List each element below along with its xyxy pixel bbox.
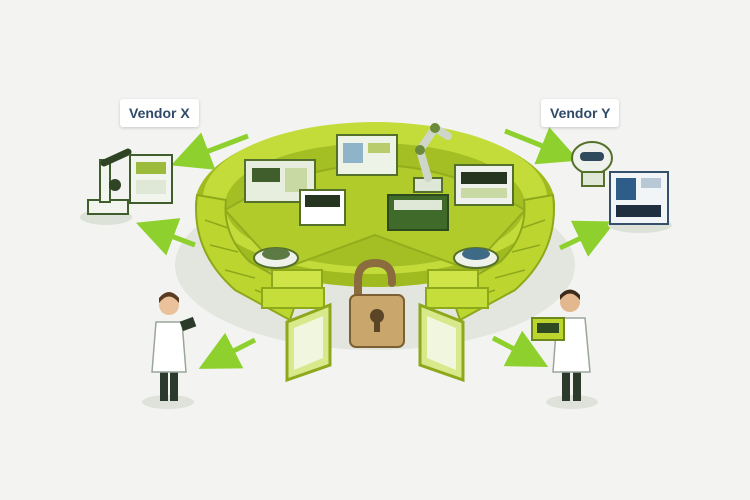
arrow-out-right xyxy=(558,220,616,257)
arrow-down-left xyxy=(198,332,257,369)
microscope-icon xyxy=(80,148,132,225)
scientist-carrying-box-icon xyxy=(531,289,598,409)
lab-instrument-icon xyxy=(336,134,398,176)
centrifuge-icon xyxy=(453,247,499,269)
robot-head-icon xyxy=(571,141,613,187)
arrow-down-right xyxy=(491,330,549,367)
arrow-to-vendor-x xyxy=(170,132,249,170)
vendor-y-label: Vendor Y xyxy=(541,99,620,127)
lab-instrument-icon xyxy=(299,189,346,226)
padlock-open-icon xyxy=(349,258,405,348)
right-gate-panel xyxy=(418,302,465,383)
lab-instrument-icon xyxy=(454,164,514,206)
centrifuge-icon xyxy=(253,247,299,269)
arrow-to-vendor-y xyxy=(504,127,579,165)
left-gate-panel xyxy=(285,302,332,383)
right-brick-wall xyxy=(425,193,555,322)
left-brick-wall xyxy=(195,193,325,322)
arrow-out-left xyxy=(135,218,196,256)
vendor-x-label: Vendor X xyxy=(120,99,199,127)
server-unit-icon xyxy=(608,171,672,233)
lab-instrument-icon xyxy=(387,194,449,231)
lab-instrument-icon xyxy=(129,154,173,204)
robot-arm-icon xyxy=(413,122,452,193)
scientist-with-tablet-icon xyxy=(142,292,197,409)
